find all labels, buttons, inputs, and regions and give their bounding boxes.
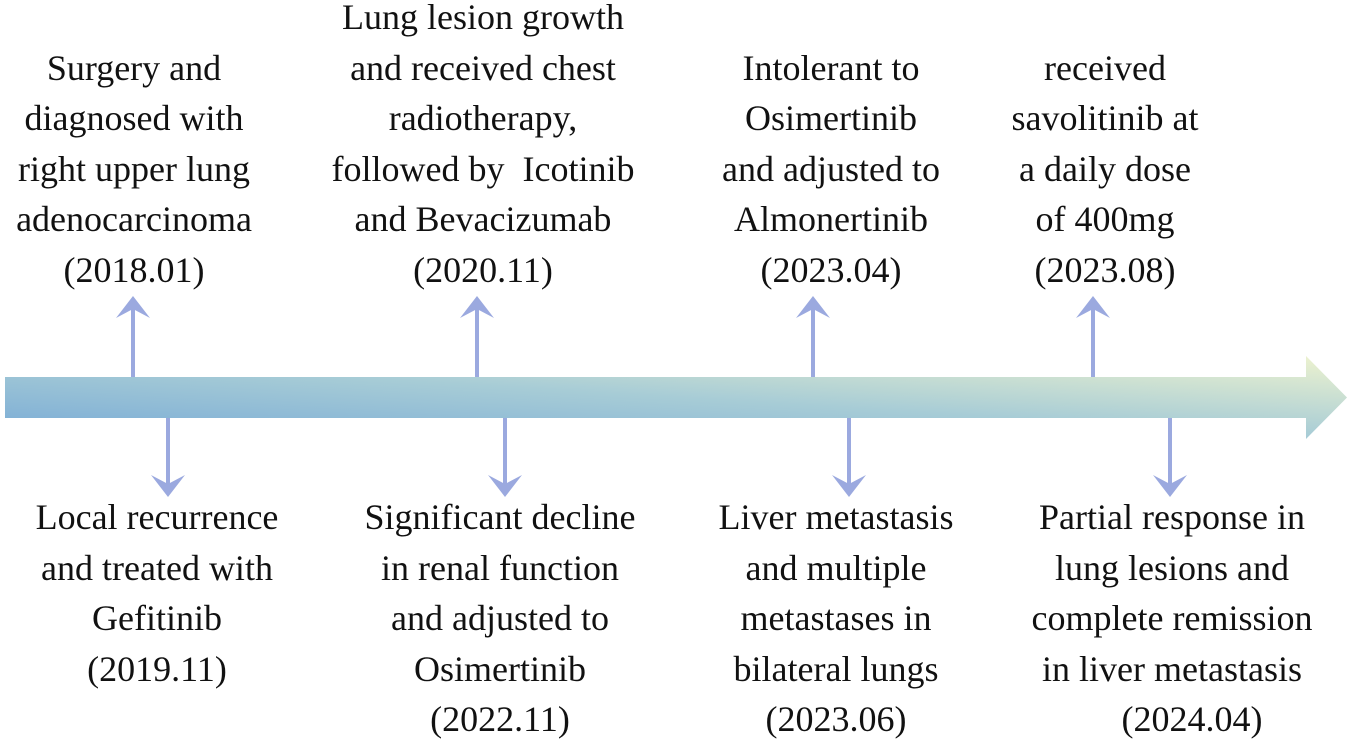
event-line: adenocarcinoma	[16, 199, 252, 239]
arrow-down-icon	[832, 475, 866, 497]
event-line: followed by Icotinib	[331, 148, 635, 189]
connector-below-0	[151, 418, 185, 497]
event-line: radiotherapy,	[388, 98, 578, 138]
event-above-2018-01: Surgery and diagnosed with right upper l…	[0, 43, 268, 296]
event-date: (2023.04)	[760, 249, 902, 290]
arrow-up-icon	[1076, 296, 1110, 318]
event-date: (2018.01)	[63, 249, 205, 290]
event-line: of 400mg	[1035, 199, 1175, 239]
arrow-down-icon	[151, 475, 185, 497]
event-below-2023-06: Liver metastasis and multiple metastases…	[686, 492, 986, 745]
event-date: (2020.11)	[413, 249, 553, 290]
event-line: Partial response in	[1039, 497, 1305, 537]
event-line: metastases in	[740, 598, 932, 638]
connector-above-0	[116, 296, 150, 377]
arrow-up-icon	[460, 296, 494, 318]
event-line: Osimertinib	[414, 648, 586, 689]
event-line: in renal function	[381, 547, 619, 588]
event-above-2023-08: received savolitinib at a daily dose of …	[990, 43, 1220, 296]
arrow-down-icon	[1153, 475, 1187, 497]
event-line: savolitinib at	[1011, 98, 1199, 138]
event-line: Significant decline	[364, 497, 636, 537]
arrow-down-icon	[488, 475, 522, 497]
event-below-2024-04: Partial response in lung lesions and com…	[1000, 492, 1344, 745]
connector-below-2	[832, 418, 866, 497]
event-line: in liver metastasis	[1042, 648, 1302, 689]
event-line: Lung lesion growth	[342, 0, 624, 37]
event-line: lung lesions and	[1055, 547, 1289, 588]
event-date: (2022.11)	[430, 699, 570, 739]
connector-below-1	[488, 418, 522, 497]
event-above-2020-11: Lung lesion growth and received chest ra…	[310, 0, 656, 295]
event-line: and adjusted to	[391, 598, 609, 638]
event-line: diagnosed with	[24, 98, 244, 138]
event-line: Intolerant to	[742, 47, 920, 88]
event-line: bilateral lungs	[733, 648, 939, 689]
event-line: Gefitinib	[92, 598, 222, 638]
event-date: (2023.08)	[1034, 249, 1176, 290]
event-line: Osimertinib	[745, 98, 917, 138]
event-below-2019-11: Local recurrence and treated with Gefiti…	[0, 492, 314, 694]
event-line: right upper lung	[18, 148, 250, 189]
event-line: and multiple	[745, 547, 927, 588]
event-date: (2024.04)	[1121, 699, 1263, 739]
event-line: and Bevacizumab	[354, 199, 612, 239]
event-line: Surgery and	[46, 47, 222, 88]
connector-above-1	[460, 296, 494, 377]
event-date: (2023.06)	[765, 699, 907, 739]
event-line: Almonertinib	[734, 199, 928, 239]
event-line: received	[1044, 47, 1166, 88]
event-line: a daily dose	[1019, 148, 1191, 189]
event-line: Local recurrence	[35, 497, 279, 537]
event-line: and treated with	[41, 547, 273, 588]
connector-below-3	[1153, 418, 1187, 497]
event-line: Liver metastasis	[718, 497, 954, 537]
event-line: and adjusted to	[722, 148, 940, 189]
timeline-arrow-bar	[5, 356, 1347, 439]
event-above-2023-04: Intolerant to Osimertinib and adjusted t…	[690, 43, 972, 296]
event-date: (2019.11)	[87, 648, 227, 689]
connector-above-3	[1076, 296, 1110, 377]
event-line: and received chest	[350, 47, 616, 88]
event-line: complete remission	[1031, 598, 1313, 638]
event-connectors	[116, 296, 1187, 497]
arrow-up-icon	[116, 296, 150, 318]
connector-above-2	[796, 296, 830, 377]
event-below-2022-11: Significant decline in renal function an…	[330, 492, 670, 745]
arrow-up-icon	[796, 296, 830, 318]
